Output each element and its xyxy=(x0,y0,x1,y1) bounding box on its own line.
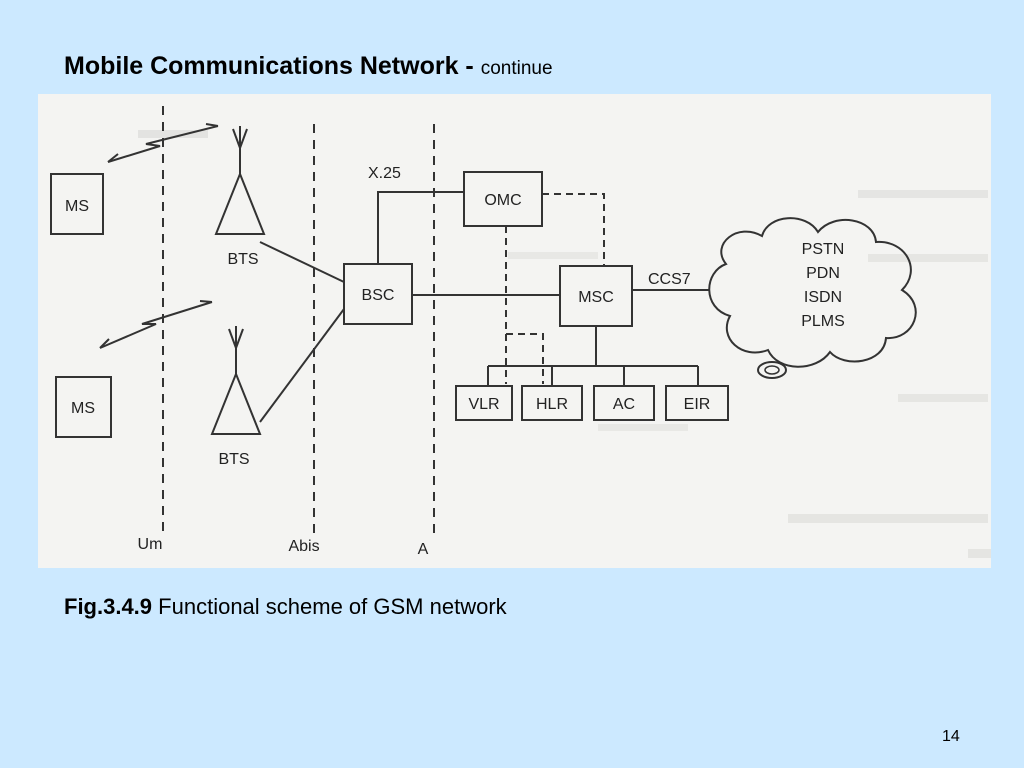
background-scan-text xyxy=(138,130,991,558)
external-networks-cloud-icon: PSTN PDN ISDN PLMS xyxy=(708,217,917,379)
vlr-box: VLR xyxy=(455,385,513,421)
vlr-label: VLR xyxy=(468,396,499,413)
network-pstn-label: PSTN xyxy=(802,241,845,258)
omc-label: OMC xyxy=(484,192,521,209)
network-pdn-label: PDN xyxy=(806,265,840,282)
eir-box: EIR xyxy=(665,385,729,421)
eir-label: EIR xyxy=(684,396,711,413)
ccs7-label: CCS7 xyxy=(648,271,691,288)
omc-box: OMC xyxy=(463,171,543,227)
msc-box: MSC xyxy=(559,265,633,327)
figure-caption-text: Functional scheme of GSM network xyxy=(158,594,507,619)
slide-title-main: Mobile Communications Network - xyxy=(64,52,474,80)
x25-label: X.25 xyxy=(368,165,401,182)
ms-top-box: MS xyxy=(50,173,104,235)
ms-bottom-box: MS xyxy=(55,376,112,438)
network-isdn-label: ISDN xyxy=(804,289,842,306)
bsc-label: BSC xyxy=(362,287,395,304)
bsc-box: BSC xyxy=(343,263,413,325)
hlr-label: HLR xyxy=(536,396,568,413)
msc-label: MSC xyxy=(578,289,614,306)
ac-label: AC xyxy=(613,396,635,413)
radio-link-top-icon xyxy=(107,123,219,163)
page-number: 14 xyxy=(942,728,960,745)
figure-caption: Fig.3.4.9 Functional scheme of GSM netwo… xyxy=(64,594,507,620)
bts-bottom-antenna-icon xyxy=(210,326,262,435)
ms-top-label: MS xyxy=(65,198,89,215)
ms-bottom-label: MS xyxy=(71,400,95,417)
ac-box: AC xyxy=(593,385,655,421)
bts-top-label: BTS xyxy=(227,251,258,268)
hlr-box: HLR xyxy=(521,385,583,421)
interface-abis-label: Abis xyxy=(288,538,319,555)
figure-caption-number: Fig.3.4.9 xyxy=(64,594,153,619)
bts-bottom-label: BTS xyxy=(218,451,249,468)
network-plms-label: PLMS xyxy=(801,313,845,330)
radio-link-bottom-icon xyxy=(99,300,213,349)
bts-top-antenna-icon xyxy=(214,126,266,235)
interface-um-label: Um xyxy=(138,536,163,553)
slide-title: Mobile Communications Network - continue xyxy=(64,52,553,81)
slide-title-suffix: continue xyxy=(480,58,553,79)
interface-a-label: A xyxy=(418,541,429,558)
gsm-network-diagram: MS MS BTS BTS BSC X.25 xyxy=(38,94,991,568)
